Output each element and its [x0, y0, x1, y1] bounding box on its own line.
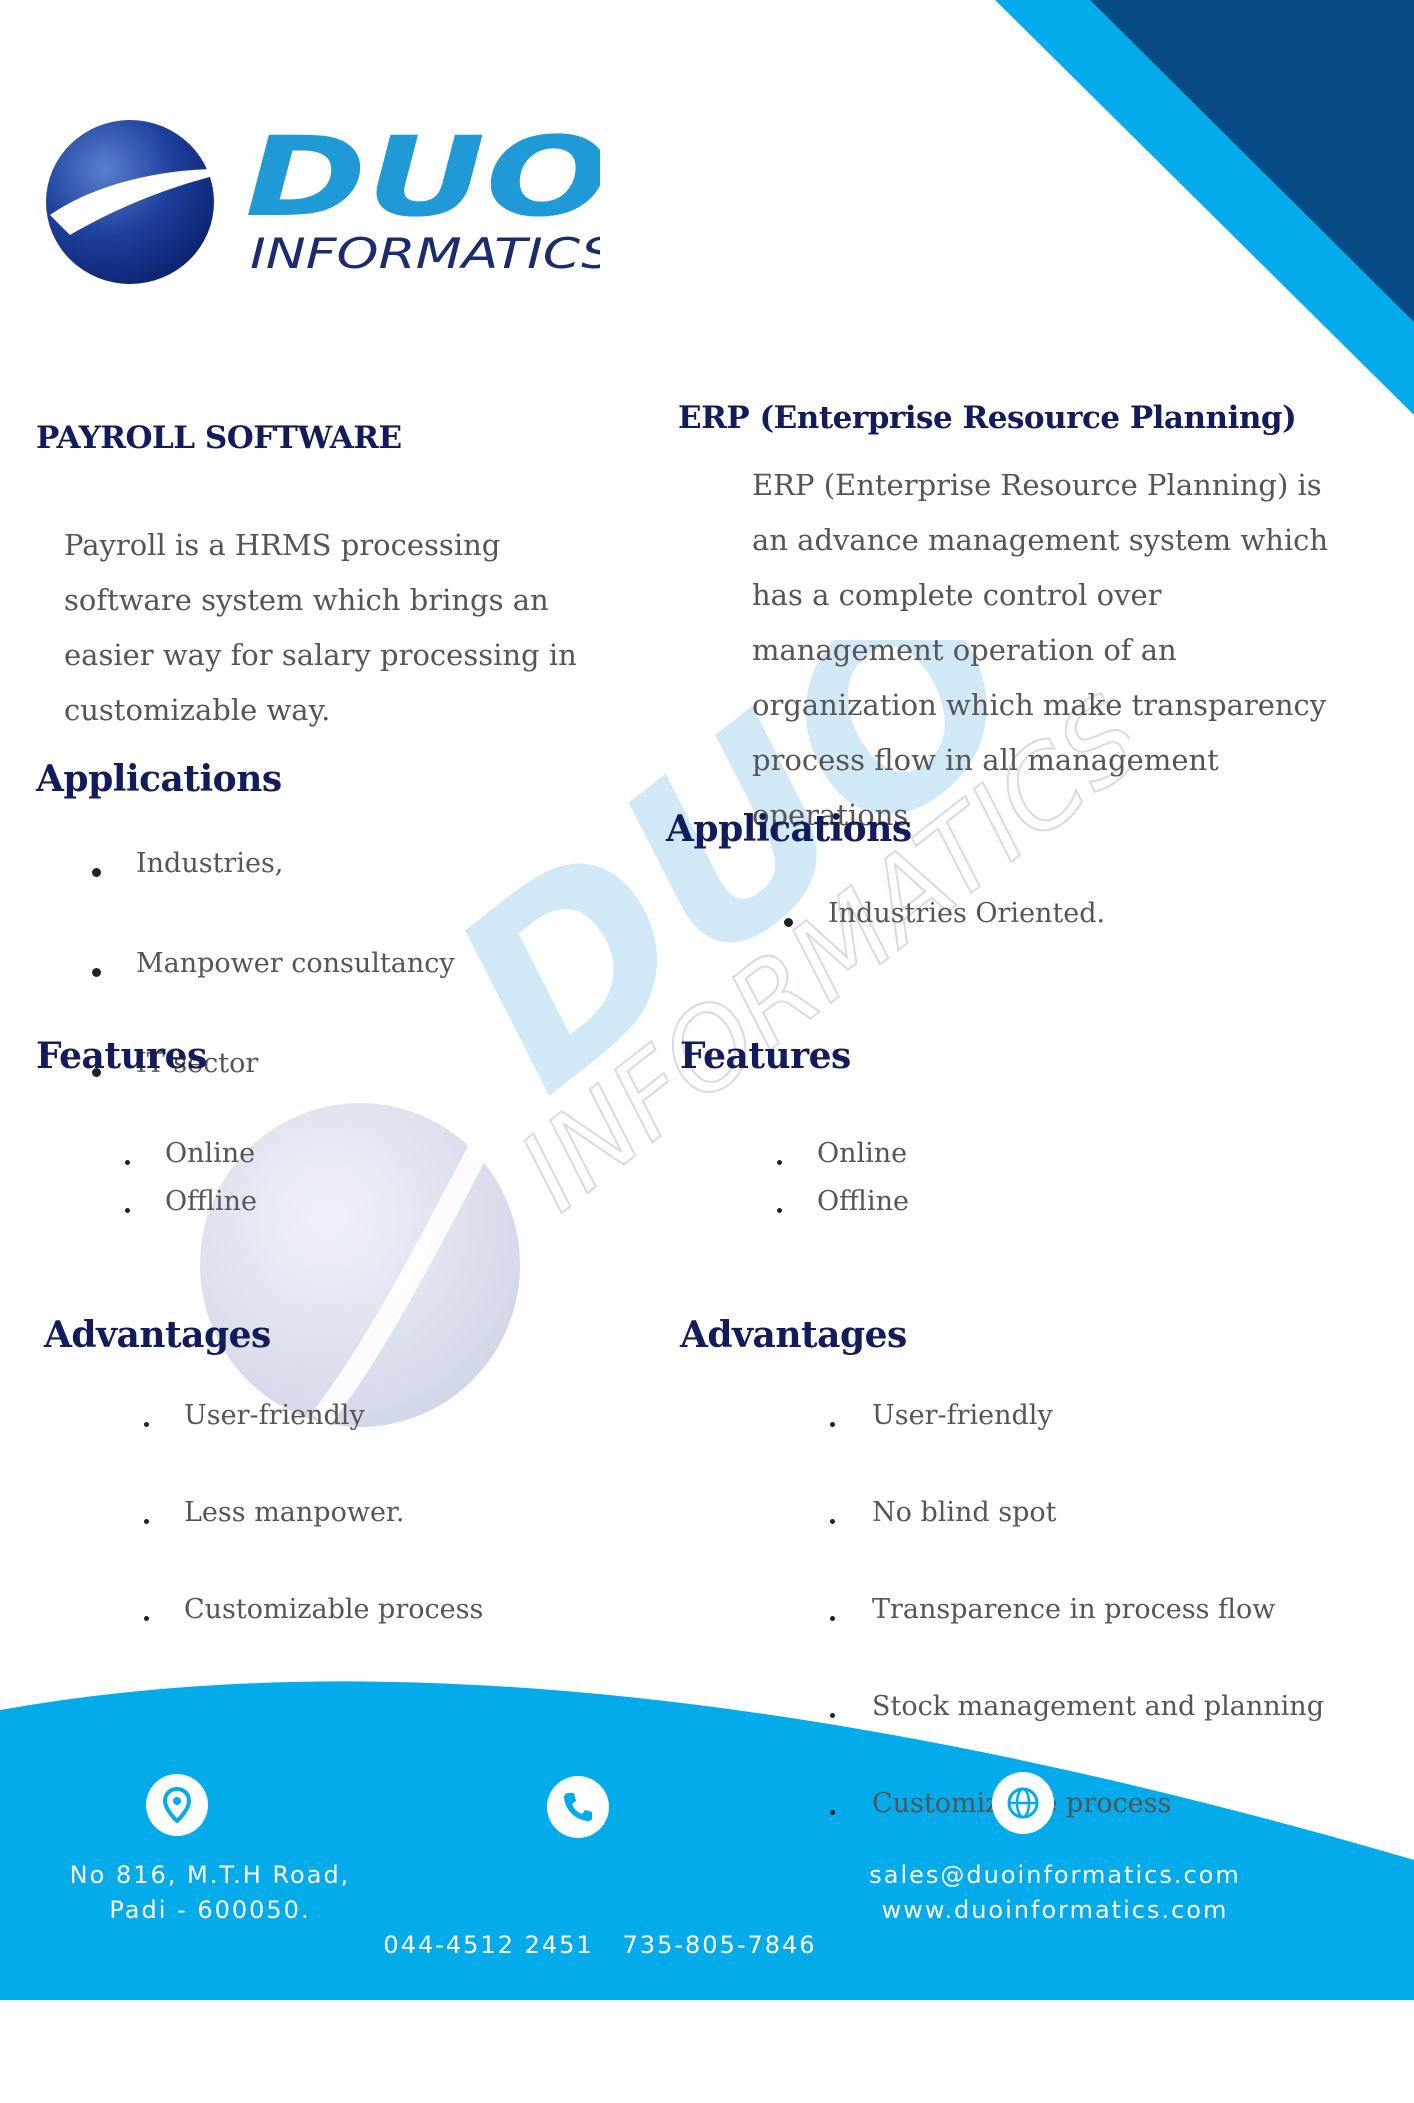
- erp-applications-heading: Applications: [666, 808, 912, 850]
- list-item: Customizable process: [830, 1788, 1324, 1828]
- contact-web: sales@duoinformatics.com www.duoinformat…: [820, 1858, 1290, 1928]
- list-item: IT sector: [92, 1048, 455, 1088]
- company-logo: DUO INFORMATICS: [46, 113, 600, 284]
- list-item: Offline: [125, 1186, 257, 1226]
- erp-features-heading: Features: [680, 1035, 851, 1077]
- erp-features-list: Online Offline: [777, 1138, 909, 1226]
- payroll-title: PAYROLL SOFTWARE: [36, 420, 402, 456]
- contact-phones: 044-4512 2451 735-805-7846 864-307-7158 …: [383, 1931, 817, 2064]
- erp-description: ERP (Enterprise Resource Planning) is an…: [752, 468, 1329, 832]
- list-item: Industries,: [92, 848, 455, 948]
- list-item: Transparence in process flow: [830, 1594, 1324, 1691]
- logo-brand: DUO: [245, 113, 600, 241]
- erp-advantages-list: User-friendly No blind spot Transparence…: [830, 1400, 1324, 1828]
- list-item: Stock management and planning: [830, 1691, 1324, 1788]
- list-item: Less manpower.: [144, 1497, 483, 1594]
- list-item: Online: [777, 1138, 909, 1186]
- email-link[interactable]: sales@duoinformatics.com: [869, 1861, 1241, 1889]
- erp-advantages-heading: Advantages: [680, 1314, 907, 1356]
- list-item: User-friendly: [144, 1400, 483, 1497]
- payroll-applications-list: Industries, Manpower consultancy IT sect…: [92, 848, 455, 1088]
- payroll-features-heading: Features: [36, 1035, 207, 1077]
- list-item: No blind spot: [830, 1497, 1324, 1594]
- list-item: Customizable process: [144, 1594, 483, 1634]
- logo-subtitle: INFORMATICS: [250, 229, 600, 278]
- payroll-description: Payroll is a HRMS processing software sy…: [64, 528, 577, 727]
- payroll-features-list: Online Offline: [125, 1138, 257, 1226]
- contact-address: No 816, M.T.H Road, Padi - 600050.: [69, 1861, 351, 1924]
- payroll-applications-heading: Applications: [36, 758, 282, 800]
- payroll-advantages-heading: Advantages: [44, 1314, 271, 1356]
- erp-applications-list: Industries Oriented.: [784, 898, 1105, 938]
- phone-icon: [547, 1776, 609, 1838]
- list-item: Industries Oriented.: [784, 898, 1105, 938]
- website-link[interactable]: www.duoinformatics.com: [881, 1896, 1229, 1924]
- list-item: Offline: [777, 1186, 909, 1226]
- list-item: User-friendly: [830, 1400, 1324, 1497]
- location-pin-icon: [146, 1774, 208, 1836]
- list-item: Manpower consultancy: [92, 948, 455, 1048]
- erp-title: ERP (Enterprise Resource Planning): [678, 400, 1297, 436]
- list-item: Online: [125, 1138, 257, 1186]
- globe-icon: [992, 1772, 1054, 1834]
- payroll-advantages-list: User-friendly Less manpower. Customizabl…: [144, 1400, 483, 1634]
